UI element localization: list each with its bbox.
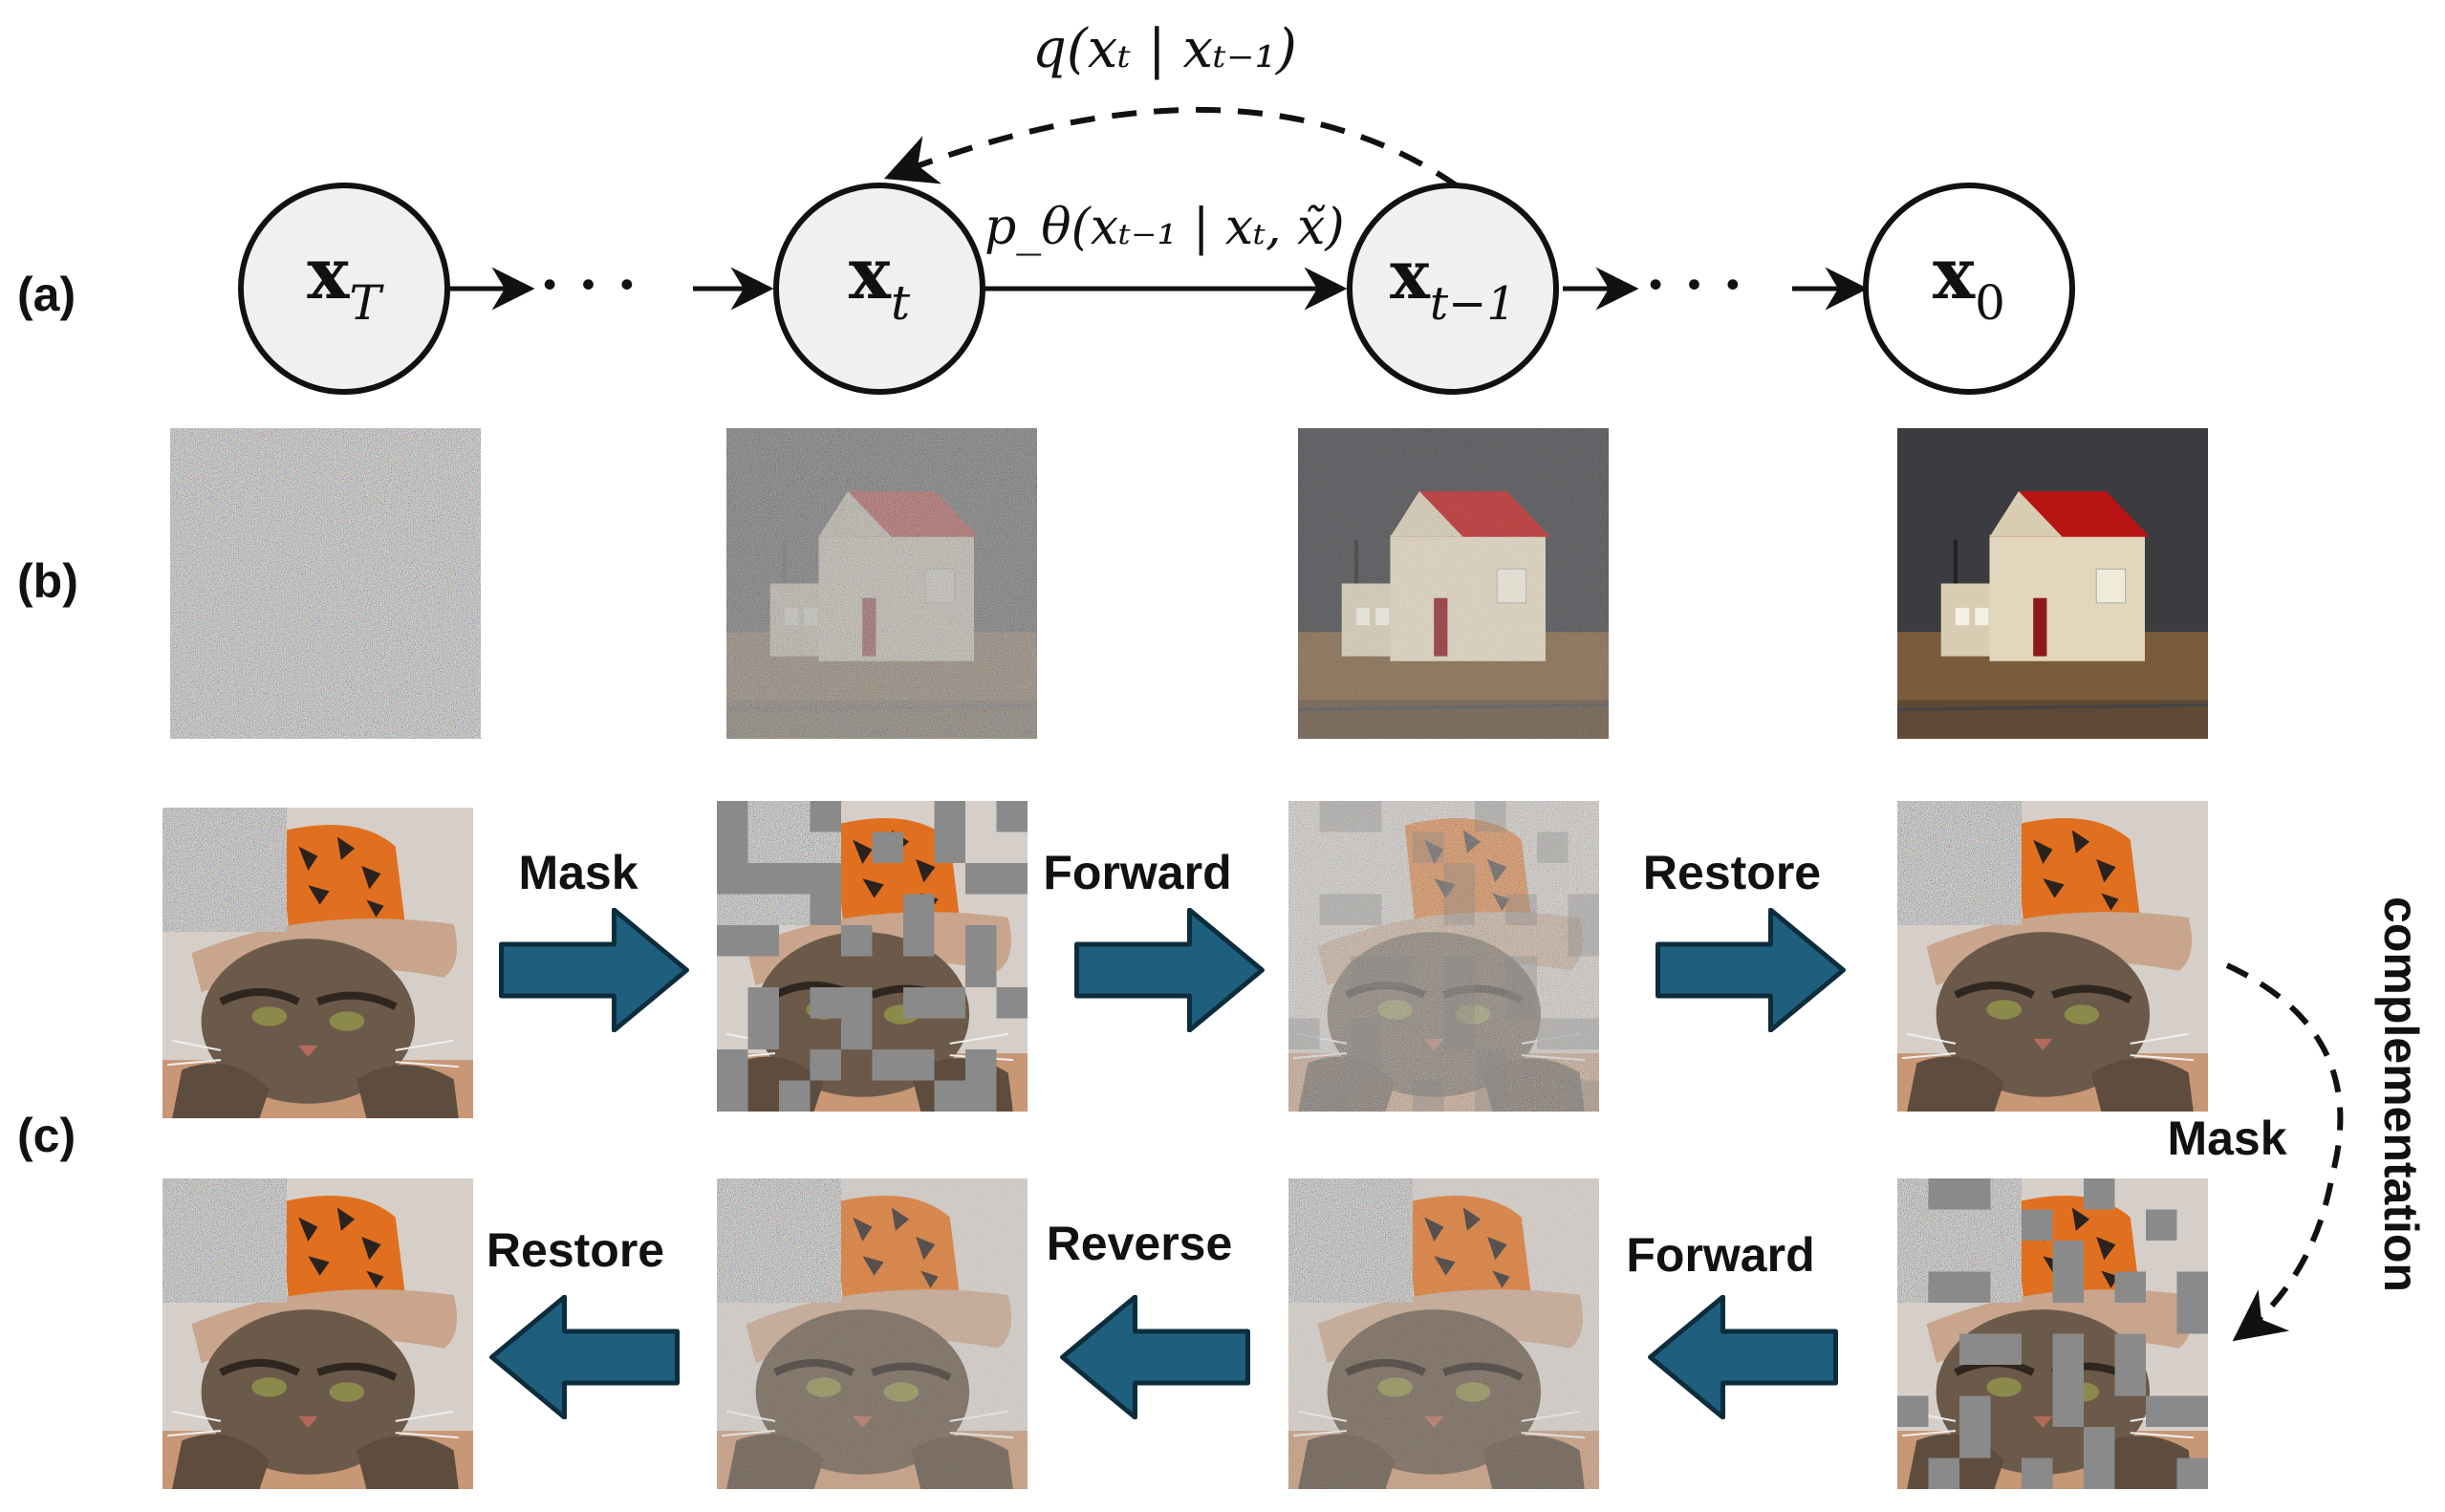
complementation-label: complementation bbox=[2374, 896, 2428, 1292]
image-cat-forward-bottom bbox=[1288, 1178, 1599, 1489]
svg-text:xT: xT bbox=[307, 233, 384, 331]
panel-label-b: (b) bbox=[17, 554, 78, 608]
svg-text:xt: xt bbox=[849, 233, 911, 331]
step-label-restore-top: Restore bbox=[1643, 846, 1821, 899]
complementation-arc bbox=[2225, 962, 2344, 1342]
side-mask-label: Mask bbox=[2167, 1112, 2286, 1165]
arrow-mask bbox=[502, 910, 687, 1030]
node-x0: x0 bbox=[1863, 183, 2075, 395]
panel-label-a: (a) bbox=[17, 268, 76, 321]
image-clean-house bbox=[1897, 428, 2208, 739]
node-xt: xt bbox=[773, 183, 985, 395]
image-cat-original bbox=[162, 808, 473, 1118]
forward-process-label: q(xₜ | xₜ₋₁) bbox=[1032, 18, 1297, 80]
node-xt-base: x bbox=[849, 233, 892, 315]
image-cat-restored-partial bbox=[1897, 801, 2208, 1112]
image-cat-reverse bbox=[717, 1178, 1028, 1489]
node-xT-sub: T bbox=[349, 275, 384, 331]
image-cat-complement-masked bbox=[1897, 1178, 2208, 1489]
node-xt-sub: t bbox=[891, 275, 911, 331]
image-cat-final bbox=[162, 1178, 473, 1489]
forward-process-arc bbox=[883, 107, 1460, 189]
step-label-restore-bottom: Restore bbox=[487, 1223, 664, 1277]
image-cat-masked-noised bbox=[1288, 801, 1599, 1112]
ellipsis-1: · · · bbox=[540, 252, 637, 317]
node-x0-base: x bbox=[1933, 233, 1976, 315]
arrow-reverse bbox=[1063, 1297, 1248, 1417]
node-xt-1-base: x bbox=[1390, 235, 1431, 314]
image-pure-noise bbox=[170, 428, 481, 739]
node-xt-1: xt−1 bbox=[1347, 183, 1559, 395]
arrow-forward-bottom bbox=[1651, 1297, 1836, 1417]
noise-progression-images bbox=[170, 428, 2208, 739]
panel-label-c: (c) bbox=[17, 1109, 76, 1162]
svg-text:xt−1: xt−1 bbox=[1390, 235, 1516, 331]
arrow-restore-bottom bbox=[492, 1297, 678, 1417]
step-label-mask: Mask bbox=[518, 846, 638, 899]
node-xT-base: x bbox=[307, 233, 350, 315]
ellipsis-2: · · · bbox=[1646, 252, 1742, 317]
masking-pipeline-top: Mask Forward Restore bbox=[162, 801, 2208, 1118]
masking-pipeline-bottom: Restore Reverse Forward bbox=[162, 1178, 2208, 1489]
image-cat-masked bbox=[717, 801, 1028, 1112]
arrow-restore-top bbox=[1658, 910, 1844, 1030]
node-x0-sub: 0 bbox=[1975, 275, 2005, 331]
svg-text:x0: x0 bbox=[1933, 233, 2005, 331]
node-xt-1-sub: t−1 bbox=[1430, 277, 1516, 331]
step-label-forward-top: Forward bbox=[1043, 846, 1231, 899]
image-heavy-noise-house bbox=[726, 428, 1037, 739]
step-label-reverse: Reverse bbox=[1047, 1217, 1233, 1270]
step-label-forward-bottom: Forward bbox=[1626, 1228, 1814, 1282]
reverse-process-label: p_θ(xₜ₋₁ | xₜ, x̃) bbox=[984, 199, 1345, 256]
markov-chain: q(xₜ | xₜ₋₁) · · · p_θ(xₜ₋₁ | xₜ, x̃) · … bbox=[238, 18, 2075, 395]
image-light-noise-house bbox=[1298, 428, 1609, 739]
arrow-forward-top bbox=[1077, 910, 1263, 1030]
node-xT: xT bbox=[238, 183, 450, 395]
